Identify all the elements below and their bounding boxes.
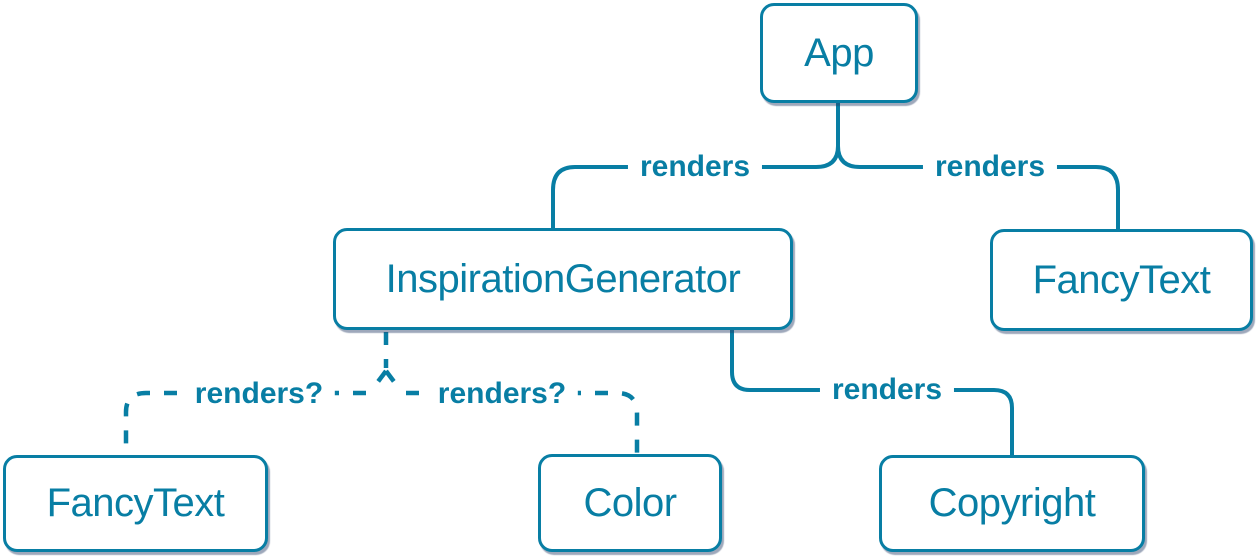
edge-conditional-fork-right <box>384 369 403 393</box>
edge-app-to-fancy-text <box>836 144 1120 231</box>
node-fancy-text-bottom: FancyText <box>3 455 268 552</box>
edge-label-app-to-inspiration-generator: renders <box>627 148 763 186</box>
edge-label-inspiration-generator-to-copyright: renders <box>819 371 955 409</box>
edge-label-inspiration-generator-to-color: renders? <box>425 375 579 413</box>
node-app: App <box>760 3 918 103</box>
edge-label-inspiration-generator-to-fancy-text: renders? <box>182 375 336 413</box>
edge-conditional-fork-left <box>369 369 388 393</box>
edge-label-app-to-fancy-text: renders <box>922 148 1058 186</box>
node-color: Color <box>538 454 722 552</box>
node-copyright: Copyright <box>879 455 1145 552</box>
node-fancy-text-top: FancyText <box>990 229 1253 331</box>
edge-inspiration-generator-to-color <box>406 390 640 453</box>
edge-inspiration-generator-to-fancy-text <box>123 390 366 455</box>
node-inspiration-generator: InspirationGenerator <box>333 228 793 330</box>
